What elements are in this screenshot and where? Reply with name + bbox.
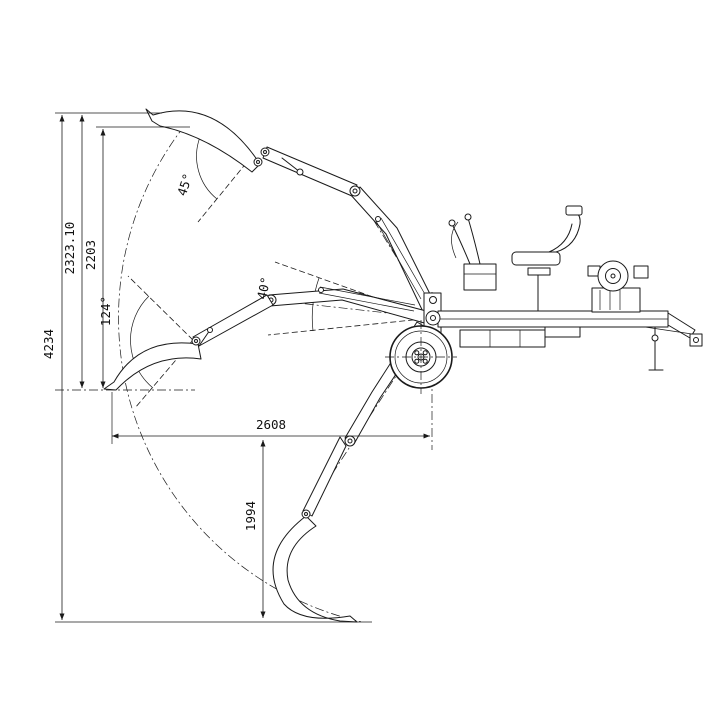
air-filter	[633, 265, 649, 279]
angle-124-construction	[127, 275, 194, 409]
dimension-2323: 2323.10	[62, 115, 85, 388]
bucket-bottom	[272, 515, 358, 623]
dimension-2203: 2203	[83, 129, 106, 388]
seat-cushion	[511, 251, 561, 266]
dim-label-2608: 2608	[256, 417, 286, 432]
wheel	[385, 320, 457, 394]
angle-label-45: 45°	[174, 172, 195, 198]
dimension-4234: 4234	[41, 115, 65, 620]
control-levers	[448, 213, 497, 291]
angle-label-124: 124°	[98, 296, 113, 326]
dim-label-1994: 1994	[243, 501, 258, 531]
dimension-extension-lines	[55, 112, 372, 623]
dimension-2608: 2608	[112, 417, 430, 439]
dimension-1994: 1994	[243, 440, 266, 618]
dim-label-2323: 2323.10	[62, 222, 77, 275]
bucket-left	[103, 342, 202, 391]
boom-reach-left	[103, 286, 431, 391]
operator-seat	[511, 205, 583, 312]
working-envelope-arc	[118, 112, 363, 623]
bucket-top	[145, 108, 261, 173]
engine	[587, 260, 649, 313]
boom-raised	[145, 108, 440, 319]
dim-label-2203: 2203	[83, 240, 98, 270]
angle-labels: 124° 45° 40°	[98, 172, 273, 326]
dim-label-4234: 4234	[41, 329, 56, 359]
angle-label-40: 40°	[254, 275, 273, 300]
